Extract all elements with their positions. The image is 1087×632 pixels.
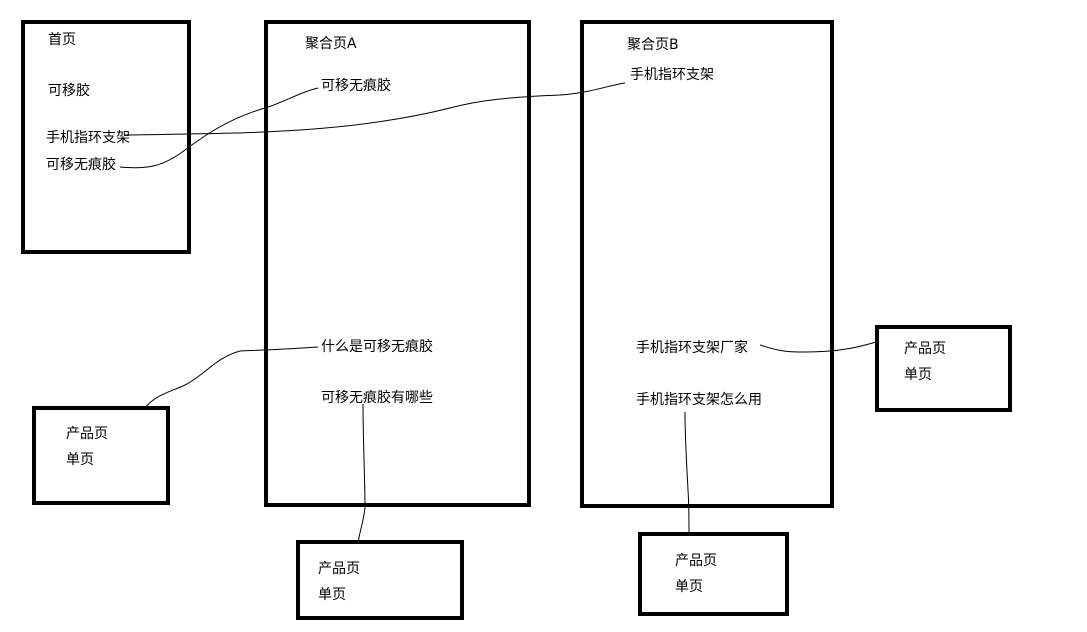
product-page-box-left <box>32 406 170 505</box>
product-page-bottom-b-line1: 产品页 <box>675 553 717 569</box>
aggregate-b-item-1: 手机指环支架 <box>630 67 714 83</box>
product-page-box-right <box>875 325 1012 412</box>
aggregate-a-item-2: 什么是可移无痕胶 <box>321 339 433 355</box>
home-item-2: 手机指环支架 <box>46 130 130 146</box>
product-page-bottom-a-line2: 单页 <box>318 587 346 603</box>
product-page-bottom-b-line2: 单页 <box>675 579 703 595</box>
product-page-left-line2: 单页 <box>66 452 94 468</box>
aggregate-a-item-1: 可移无痕胶 <box>321 78 391 94</box>
product-page-right-line1: 产品页 <box>904 341 946 357</box>
aggregate-b-item-2: 手机指环支架厂家 <box>636 340 748 356</box>
aggregate-b-item-3: 手机指环支架怎么用 <box>636 392 762 408</box>
home-item-3: 可移无痕胶 <box>46 157 116 173</box>
home-title: 首页 <box>48 32 76 48</box>
product-page-left-line1: 产品页 <box>66 426 108 442</box>
aggregate-a-box <box>264 20 531 507</box>
home-box <box>21 20 191 254</box>
product-page-box-bottom-b <box>638 532 789 616</box>
home-item-1: 可移胶 <box>48 83 90 99</box>
aggregate-a-title: 聚合页A <box>305 36 357 52</box>
product-page-bottom-a-line1: 产品页 <box>318 561 360 577</box>
product-page-box-bottom-a <box>296 540 464 620</box>
product-page-right-line2: 单页 <box>904 367 932 383</box>
aggregate-b-title: 聚合页B <box>627 37 679 53</box>
aggregate-a-item-3: 可移无痕胶有哪些 <box>321 390 433 406</box>
aggregate-b-box <box>580 20 834 508</box>
